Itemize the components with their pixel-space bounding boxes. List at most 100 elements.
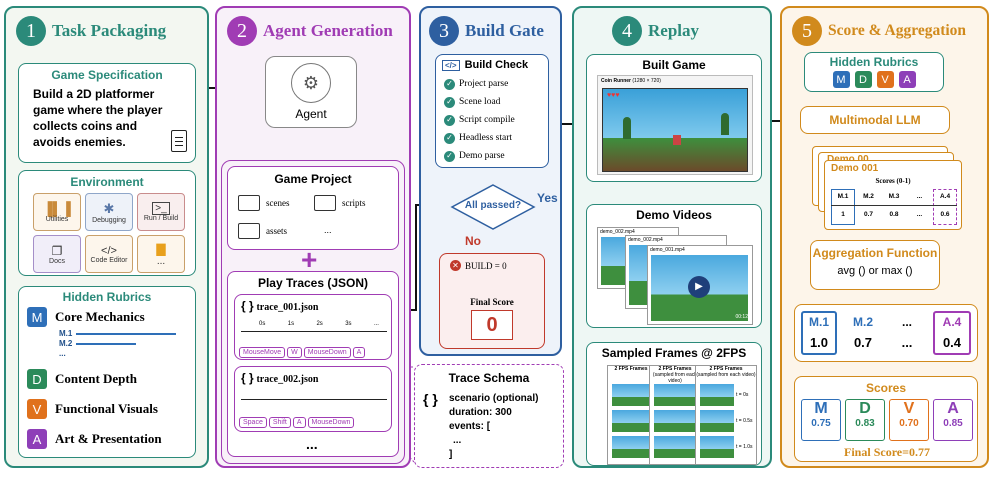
demo-001-title: Demo 001 [831,163,879,174]
json-brace-icon: { } [241,371,254,385]
rubric-m-label: Core Mechanics [55,309,145,324]
rubric-v-label: Functional Visuals [55,401,158,416]
build-fail-box: ✕ BUILD = 0 Final Score 0 [439,253,545,349]
p5-rubrics-title: Hidden Rubrics [829,55,919,69]
panel2-number: 2 [227,16,257,46]
folder-assets-label: assets [266,226,287,236]
tool-utilities[interactable]: ▐▌▐Utilities [33,193,81,231]
tool-code-editor[interactable]: </>Code Editor [85,235,133,273]
folder-icon [238,223,260,239]
checkmark-icon: ✓ [444,114,455,126]
hearts-icon: ♥♥♥ [607,92,620,99]
tool-more-label: ... [156,255,166,267]
game-project-box: Game Project scenes scripts assets ... [227,166,399,250]
tool-run-build-label: Run / Build [143,215,179,222]
folder-icon [238,195,260,211]
game-spec-title: Game Specification [51,68,163,82]
check-item-demo-parse: ✓Demo parse [444,147,548,165]
agent-output-frame [221,160,405,464]
rubric-a-badge: A [27,429,47,449]
agent-node: ⚙ Agent [265,56,357,128]
video-time: 00:12 [735,314,748,320]
build-check-title: Build Check [464,59,529,71]
game-window: Coin Runner (1280 × 720) ♥♥♥ [597,75,753,175]
panel-score-aggregation: 5 Score & Aggregation Hidden Rubrics M D… [780,6,989,468]
checkmark-icon: ✓ [444,96,455,108]
check-item-script-compile: ✓Script compile [444,111,548,129]
traces-more: ... [306,436,318,452]
tool-debugging[interactable]: ✱Debugging [85,193,133,231]
panel3-number: 3 [429,16,459,46]
project-title: Game Project [274,172,352,186]
tool-utilities-label: Utilities [45,216,69,223]
folder-scripts-label: scripts [342,198,366,208]
row-a4-highlight [933,311,971,355]
tool-run-build[interactable]: >_Run / Build [137,193,185,231]
checkmark-icon: ✓ [444,132,455,144]
json-brace-icon: { } [241,299,254,313]
error-icon: ✕ [450,260,461,271]
tree-sprite [623,117,631,139]
panel2-header: 2 Agent Generation [227,16,393,46]
chart-icon: ▐▌▐ [43,201,71,216]
player-sprite [673,135,681,145]
video-player[interactable]: demo_001.mp4 ▶ 00:12 [647,245,753,325]
build-zero-label: BUILD = 0 [465,260,507,271]
frame-strip-3: 2 FPS Frames(sampled from each video) t … [695,365,757,465]
folder-assets[interactable]: assets [238,223,287,239]
final-score-zero: 0 [471,310,513,340]
rubric-v: V Functional Visuals [27,399,158,419]
panel1-title: Task Packaging [52,21,167,40]
environment-title: Environment [70,175,144,189]
yes-label: Yes [537,191,558,205]
game-window-title: Coin Runner [601,78,631,84]
subitem-m1: M.1 [59,329,73,338]
game-spec-text: Build a 2D platformer game where the pla… [33,87,163,149]
play-icon[interactable]: ▶ [688,276,710,298]
subitem-m2: M.2 [59,339,73,348]
event-mousedown: MouseDown [307,417,355,428]
sampled-frames-title: Sampled Frames @ 2FPS [601,346,747,360]
schema-title: Trace Schema [448,371,530,385]
event-shift: Shift [268,417,291,428]
built-game-box: Built Game Coin Runner (1280 × 720) ♥♥♥ [586,54,762,182]
check-item-project-parse: ✓Project parse [444,75,548,93]
checkmark-icon: ✓ [444,78,455,90]
tool-debugging-label: Debugging [92,216,126,224]
folder-scenes[interactable]: scenes [238,195,290,211]
trace-002-name: trace_002.json [256,374,319,385]
aggregation-function-box: Aggregation Function avg () or max () [810,240,940,290]
tool-more[interactable]: ▇... [137,235,185,273]
rubric-a-label: Art & Presentation [55,431,162,446]
rubric-m-badge: M [27,307,47,327]
panel-agent-generation: 2 Agent Generation ⚙ Agent Game Project … [215,6,411,468]
tool-docs-label: Docs [49,257,65,265]
document-icon [171,130,187,152]
rubric-d: D Content Depth [27,369,137,389]
play-traces-box: Play Traces (JSON) { } trace_001.json 0s… [227,271,399,457]
event-space: Space [239,417,267,428]
docs-icon: ❐ [51,243,63,258]
row-m1-highlight [801,311,837,355]
panel5-header: 5 Score & Aggregation [792,16,966,46]
agg-function: avg () or max () [837,265,913,277]
panel1-number: 1 [16,16,46,46]
folder-scripts[interactable]: scripts [314,195,366,211]
rubric-d-badge: D [27,369,47,389]
rubric-a: A Art & Presentation [27,429,162,449]
tool-docs[interactable]: ❐Docs [33,235,81,273]
trace-001-name: trace_001.json [256,302,319,313]
no-label: No [465,234,481,248]
